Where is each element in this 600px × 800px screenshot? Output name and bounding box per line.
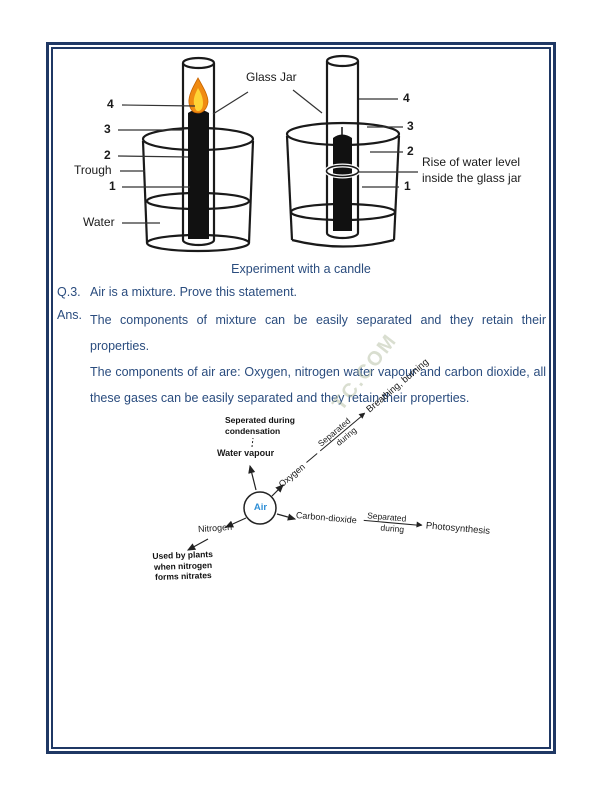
- answer-label: Ans.: [57, 308, 83, 322]
- burning-candle-icon: [188, 77, 209, 239]
- left-mark-1: 1: [109, 179, 116, 193]
- water-label: Water: [83, 215, 115, 229]
- right-mark-4: 4: [403, 91, 410, 105]
- right-mark-1: 1: [404, 179, 411, 193]
- answer-line-3: these gases can be easily separated and …: [90, 391, 470, 405]
- question-text: Air is a mixture. Prove this statement.: [90, 285, 298, 299]
- answer-paragraph: The components of mixture can be easily …: [90, 307, 546, 411]
- left-mark-3: 3: [104, 122, 111, 136]
- question-number: Q.3.: [57, 285, 81, 299]
- rise-of-water-label: Rise of water level inside the glass jar: [422, 155, 522, 185]
- air-circle: [243, 491, 277, 525]
- photosynthesis-label: Photosynthesis: [425, 520, 491, 537]
- page-border: [46, 42, 556, 754]
- air-diagram-arrows: [186, 437, 297, 551]
- left-apparatus: [141, 56, 255, 253]
- left-mark-4: 4: [107, 97, 114, 111]
- condensation-note-line2: condensation: [225, 426, 281, 436]
- candle-experiment-figure: Glass Jar 4 3 2 Trough 1 Water 4 3 2 1 R…: [60, 50, 540, 264]
- right-mark-3: 3: [407, 119, 414, 133]
- left-mark-2: 2: [104, 148, 111, 162]
- air-components-diagram: Air Seperated during condensation Water …: [140, 357, 500, 593]
- answer-line-2: The components of air are: Oxygen, nitro…: [90, 365, 546, 379]
- trough-label: Trough: [74, 163, 112, 177]
- glass-jar-label: Glass Jar: [246, 70, 297, 84]
- answer-line-1: The components of mixture can be easily …: [90, 313, 546, 353]
- air-node-label: Air: [253, 502, 268, 513]
- nitrogen-note: Used by plants when nitrogen forms nitra…: [152, 548, 214, 582]
- carbon-dioxide-label: Carbon-dioxide: [295, 509, 358, 525]
- oxygen-dash: [306, 453, 318, 463]
- right-mark-2: 2: [407, 144, 414, 158]
- figure-caption: Experiment with a candle: [231, 262, 371, 276]
- extinguished-candle-icon: [324, 127, 361, 231]
- candle-figure-lineart: [117, 54, 418, 253]
- water-vapour-label: Water vapour: [217, 448, 275, 458]
- page-border-inner: [51, 47, 551, 749]
- leader-lines: [117, 89, 418, 224]
- condensation-note-line1: Seperated during: [225, 415, 295, 425]
